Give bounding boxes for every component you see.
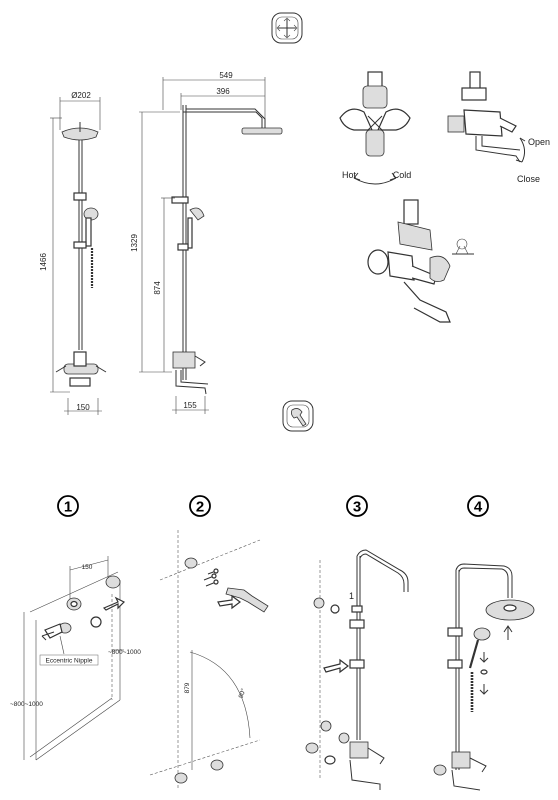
step-2-angle-label: 90° [237, 687, 248, 699]
side-view-drawing [139, 77, 282, 414]
front-view-drawing [50, 97, 106, 415]
step-3-mark: 1 [349, 591, 354, 601]
hot-label: Hot [342, 170, 357, 180]
step-4-badge: 4 [468, 496, 488, 516]
step-1-height-range-right: ~800~1000 [108, 649, 141, 656]
arm-to-head-label: 396 [216, 87, 230, 96]
step-4-drawing [434, 564, 534, 790]
eccentric-nipple-label: Eccentric Nipple [46, 658, 93, 665]
front-width-label: 150 [76, 403, 90, 412]
step-2-badge: 2 [190, 496, 210, 516]
step-3-number: 3 [353, 499, 361, 516]
mixer-front-drawing [340, 72, 410, 184]
step-1-spacing-label: 150 [82, 564, 93, 571]
cold-label: Cold [393, 170, 412, 180]
step-3-badge: 3 [347, 496, 367, 516]
front-height-label: 1466 [39, 253, 48, 271]
step-4-number: 4 [474, 499, 483, 516]
mixer-isometric-drawing [368, 200, 474, 322]
step-3-drawing [306, 550, 408, 790]
spout-depth-label: 155 [183, 401, 197, 410]
holder-height-label: 874 [153, 281, 162, 295]
step-1-badge: 1 [58, 496, 78, 516]
step-2-number: 2 [196, 499, 204, 516]
installation-section-icon [283, 401, 313, 431]
step-2-drawing [150, 530, 268, 790]
close-label: Close [517, 174, 540, 184]
step-1-height-range-left: ~800~1000 [10, 701, 43, 708]
arm-total-label: 549 [219, 71, 233, 80]
dimensions-section-icon [272, 13, 302, 43]
open-label: Open [528, 137, 550, 147]
side-height-label: 1329 [130, 234, 139, 252]
mixer-side-drawing [448, 72, 525, 162]
step-2-height-label: 879 [184, 682, 191, 693]
step-1-number: 1 [64, 499, 72, 516]
head-diameter-label: Ø202 [71, 91, 91, 100]
